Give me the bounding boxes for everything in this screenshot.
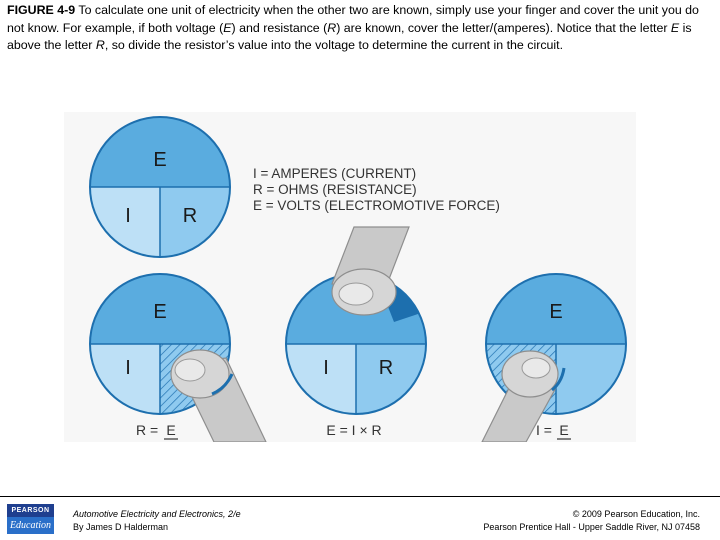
caption-var-r-2: R <box>95 38 105 52</box>
finger-covering-e <box>331 226 410 316</box>
ohms-law-circle-cover-i: E <box>481 273 627 442</box>
circle-letter-i: I <box>125 205 131 227</box>
caption-var-r: R <box>327 20 337 35</box>
circle-letter-e: E <box>549 301 562 323</box>
formula-resistance: R = E I <box>136 422 178 442</box>
formula-left-den: I <box>169 439 173 442</box>
circle-letter-i: I <box>323 357 329 379</box>
figure-caption: FIGURE 4-9 To calculate one unit of elec… <box>7 2 713 55</box>
formula-right-lhs: I = <box>536 422 552 438</box>
formulas: R = E I E = I × R I = E R <box>136 422 571 442</box>
circle-letter-r: R <box>379 357 393 379</box>
legend: I = AMPERES (CURRENT) R = OHMS (RESISTAN… <box>253 166 500 213</box>
legend-ohms: R = OHMS (RESISTANCE) <box>253 182 417 197</box>
formula-left-num: E <box>166 422 175 438</box>
caption-text-5: , so divide the resistor’s value into th… <box>104 38 564 52</box>
formula-left-lhs: R = <box>136 422 158 438</box>
footer-divider <box>0 496 720 497</box>
pearson-logo: PEARSON Education <box>7 504 54 534</box>
caption-var-e: E <box>223 20 232 35</box>
copyright-info: © 2009 Pearson Education, Inc. Pearson P… <box>483 508 700 534</box>
book-title: Automotive Electricity and Electronics, … <box>73 509 241 519</box>
finger-covering-i <box>481 350 566 442</box>
formula-right-num: E <box>559 422 568 438</box>
caption-text-3: ) are known, cover the letter/(amperes).… <box>336 20 671 35</box>
formula-current: I = E R <box>536 422 571 442</box>
ohms-law-circle-cover-r: E I <box>89 273 267 442</box>
ohms-law-circle-reference: E I R <box>89 116 231 258</box>
publisher: Pearson Prentice Hall - Upper Saddle Riv… <box>483 522 700 532</box>
caption-text-1: To calculate one unit of electricity whe… <box>7 3 699 35</box>
ohms-law-figure: E I R I = AMPERES (CURRENT) R = OHMS (RE… <box>64 112 636 442</box>
circle-letter-i: I <box>125 357 131 379</box>
caption-text-4: is above the letter <box>7 20 692 53</box>
legend-amperes: I = AMPERES (CURRENT) <box>253 166 416 181</box>
formula-voltage: E = I × R <box>326 422 381 438</box>
figure-label: FIGURE 4-9 <box>7 3 76 17</box>
ohms-law-circle-cover-e: I R <box>285 226 427 415</box>
circle-letter-r: R <box>183 205 197 227</box>
logo-bottom-text: Education <box>7 517 54 534</box>
finger-covering-r <box>170 349 267 442</box>
circle-letter-e: E <box>153 301 166 323</box>
caption-var-e-2: E <box>670 20 680 35</box>
book-info: Automotive Electricity and Electronics, … <box>73 508 241 534</box>
book-author: By James D Halderman <box>73 522 169 532</box>
legend-volts: E = VOLTS (ELECTROMOTIVE FORCE) <box>253 198 500 213</box>
caption-text-2: ) and resistance ( <box>231 20 328 35</box>
circle-letter-e: E <box>153 149 166 171</box>
formula-right-den: R <box>559 439 569 442</box>
logo-top-text: PEARSON <box>11 507 50 514</box>
copyright: © 2009 Pearson Education, Inc. <box>572 509 700 519</box>
